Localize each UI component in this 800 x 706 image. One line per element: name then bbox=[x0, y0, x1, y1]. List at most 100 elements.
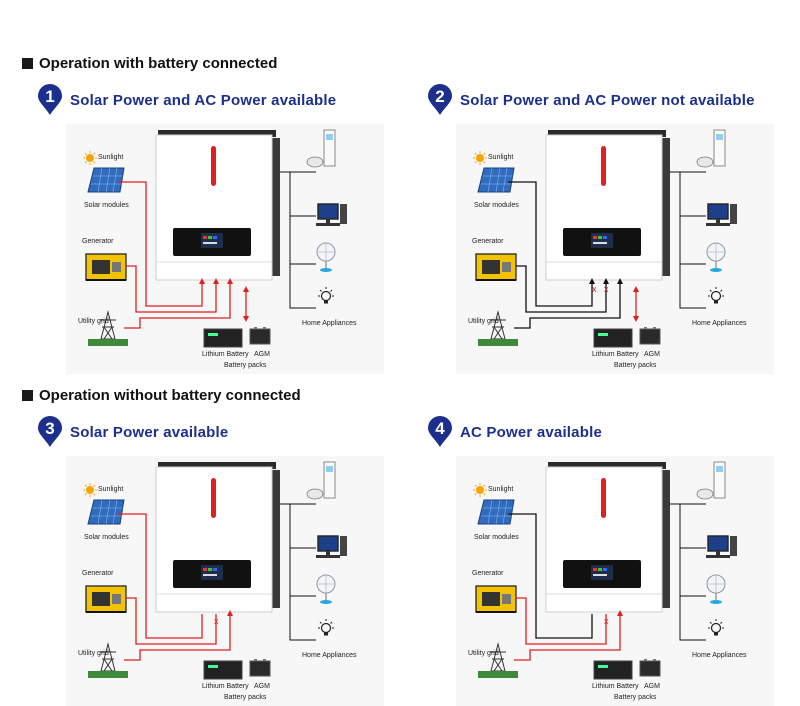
panel-3: 3 Solar Power available bbox=[36, 416, 416, 706]
light-bulb-icon bbox=[708, 287, 724, 304]
battery-link bbox=[243, 286, 249, 322]
label-agm: AGM bbox=[254, 351, 270, 358]
arrow-up-icon bbox=[227, 610, 233, 616]
arrow-up-icon bbox=[227, 278, 233, 284]
lithium-battery-icon bbox=[593, 328, 633, 348]
panel-number: 1 bbox=[45, 87, 55, 106]
label-agm: AGM bbox=[254, 683, 270, 690]
appliance-bus-line bbox=[280, 171, 316, 309]
utility-tower-icon bbox=[478, 310, 518, 346]
inverter-icon bbox=[545, 462, 670, 613]
label-lithium-battery: Lithium Battery bbox=[202, 683, 249, 690]
generator-line bbox=[516, 265, 607, 313]
solar-panel-icon bbox=[87, 167, 125, 193]
panel-number: 2 bbox=[435, 87, 445, 106]
label-home-appliances: Home Appliances bbox=[302, 652, 357, 659]
agm-battery-icon bbox=[639, 327, 661, 345]
label-utility-grid: Utility grid bbox=[468, 650, 499, 657]
disconnect-x-icon: x bbox=[604, 616, 609, 626]
label-sunlight: Sunlight bbox=[488, 154, 514, 161]
solar-line bbox=[508, 513, 593, 639]
arrow-up-icon bbox=[199, 278, 205, 284]
label-sunlight: Sunlight bbox=[98, 486, 124, 493]
arrow-up-icon bbox=[617, 278, 623, 284]
arrow-up-icon bbox=[589, 278, 595, 284]
fan-icon bbox=[316, 242, 336, 272]
label-solar-modules: Solar modules bbox=[474, 202, 519, 209]
label-utility-grid: Utility grid bbox=[78, 318, 109, 325]
lithium-battery-icon bbox=[593, 660, 633, 680]
panel-header: 3 Solar Power available bbox=[36, 416, 228, 448]
solar-line bbox=[118, 181, 203, 307]
air-conditioner-icon bbox=[306, 461, 336, 500]
generator-line bbox=[516, 597, 607, 645]
battery-link bbox=[633, 286, 639, 322]
label-home-appliances: Home Appliances bbox=[302, 320, 357, 327]
light-bulb-icon bbox=[318, 619, 334, 636]
label-battery-packs: Battery packs bbox=[614, 362, 657, 369]
panel-header: 4 AC Power available bbox=[426, 416, 602, 448]
computer-icon bbox=[706, 535, 737, 558]
section-heading-without-battery: Operation without battery connected bbox=[22, 387, 301, 404]
label-lithium-battery: Lithium Battery bbox=[592, 351, 639, 358]
diagram: Sunlight Solar modules Generator Utility… bbox=[66, 124, 384, 374]
fan-icon bbox=[706, 574, 726, 604]
arrow-up-icon bbox=[213, 278, 219, 284]
arrow-up-icon bbox=[617, 610, 623, 616]
utility-tower-icon bbox=[478, 642, 518, 678]
panel-header: 2 Solar Power and AC Power not available bbox=[426, 84, 755, 116]
section-title: Operation with battery connected bbox=[39, 55, 278, 72]
square-bullet-icon bbox=[22, 58, 33, 69]
generator-icon bbox=[475, 585, 517, 613]
label-solar-modules: Solar modules bbox=[84, 534, 129, 541]
air-conditioner-icon bbox=[306, 129, 336, 168]
grid-line bbox=[124, 282, 231, 329]
label-utility-grid: Utility grid bbox=[468, 318, 499, 325]
location-pin-icon: 3 bbox=[36, 416, 64, 448]
location-pin-icon: 4 bbox=[426, 416, 454, 448]
label-home-appliances: Home Appliances bbox=[692, 320, 747, 327]
solar-panel-icon bbox=[477, 167, 515, 193]
label-utility-grid: Utility grid bbox=[78, 650, 109, 657]
label-generator: Generator bbox=[82, 238, 114, 245]
location-pin-icon: 1 bbox=[36, 84, 64, 116]
panel-1: 1 Solar Power and AC Power available bbox=[36, 84, 416, 374]
inverter-icon bbox=[155, 462, 280, 613]
utility-tower-icon bbox=[88, 642, 128, 678]
panel-title: Solar Power and AC Power available bbox=[70, 91, 337, 109]
generator-line bbox=[126, 597, 217, 645]
generator-line bbox=[126, 265, 217, 313]
label-agm: AGM bbox=[644, 683, 660, 690]
generator-icon bbox=[85, 253, 127, 281]
panel-title: Solar Power available bbox=[70, 423, 229, 441]
grid-line bbox=[124, 614, 231, 661]
inverter-icon bbox=[545, 130, 670, 281]
panel-header: 1 Solar Power and AC Power available bbox=[36, 84, 336, 116]
location-pin-icon: 2 bbox=[426, 84, 454, 116]
section-heading-with-battery: Operation with battery connected bbox=[22, 55, 277, 72]
label-agm: AGM bbox=[644, 351, 660, 358]
label-generator: Generator bbox=[82, 570, 114, 577]
solar-line bbox=[118, 513, 203, 639]
air-conditioner-icon bbox=[696, 461, 726, 500]
panel-number: 3 bbox=[45, 419, 55, 438]
agm-battery-icon bbox=[249, 659, 271, 677]
sun-icon bbox=[83, 483, 97, 497]
label-generator: Generator bbox=[472, 570, 504, 577]
lithium-battery-icon bbox=[203, 328, 243, 348]
panel-4: 4 AC Power available bbox=[426, 416, 800, 706]
label-solar-modules: Solar modules bbox=[474, 534, 519, 541]
fan-icon bbox=[706, 242, 726, 272]
label-lithium-battery: Lithium Battery bbox=[202, 351, 249, 358]
computer-icon bbox=[316, 535, 347, 558]
label-battery-packs: Battery packs bbox=[614, 694, 657, 701]
sun-icon bbox=[83, 151, 97, 165]
panel-2: 2 Solar Power and AC Power not available bbox=[426, 84, 800, 374]
appliance-bus-line bbox=[670, 503, 706, 641]
solar-panel-icon bbox=[87, 499, 125, 525]
label-sunlight: Sunlight bbox=[488, 486, 514, 493]
label-battery-packs: Battery packs bbox=[224, 362, 267, 369]
appliance-bus-line bbox=[280, 503, 316, 641]
generator-icon bbox=[85, 585, 127, 613]
